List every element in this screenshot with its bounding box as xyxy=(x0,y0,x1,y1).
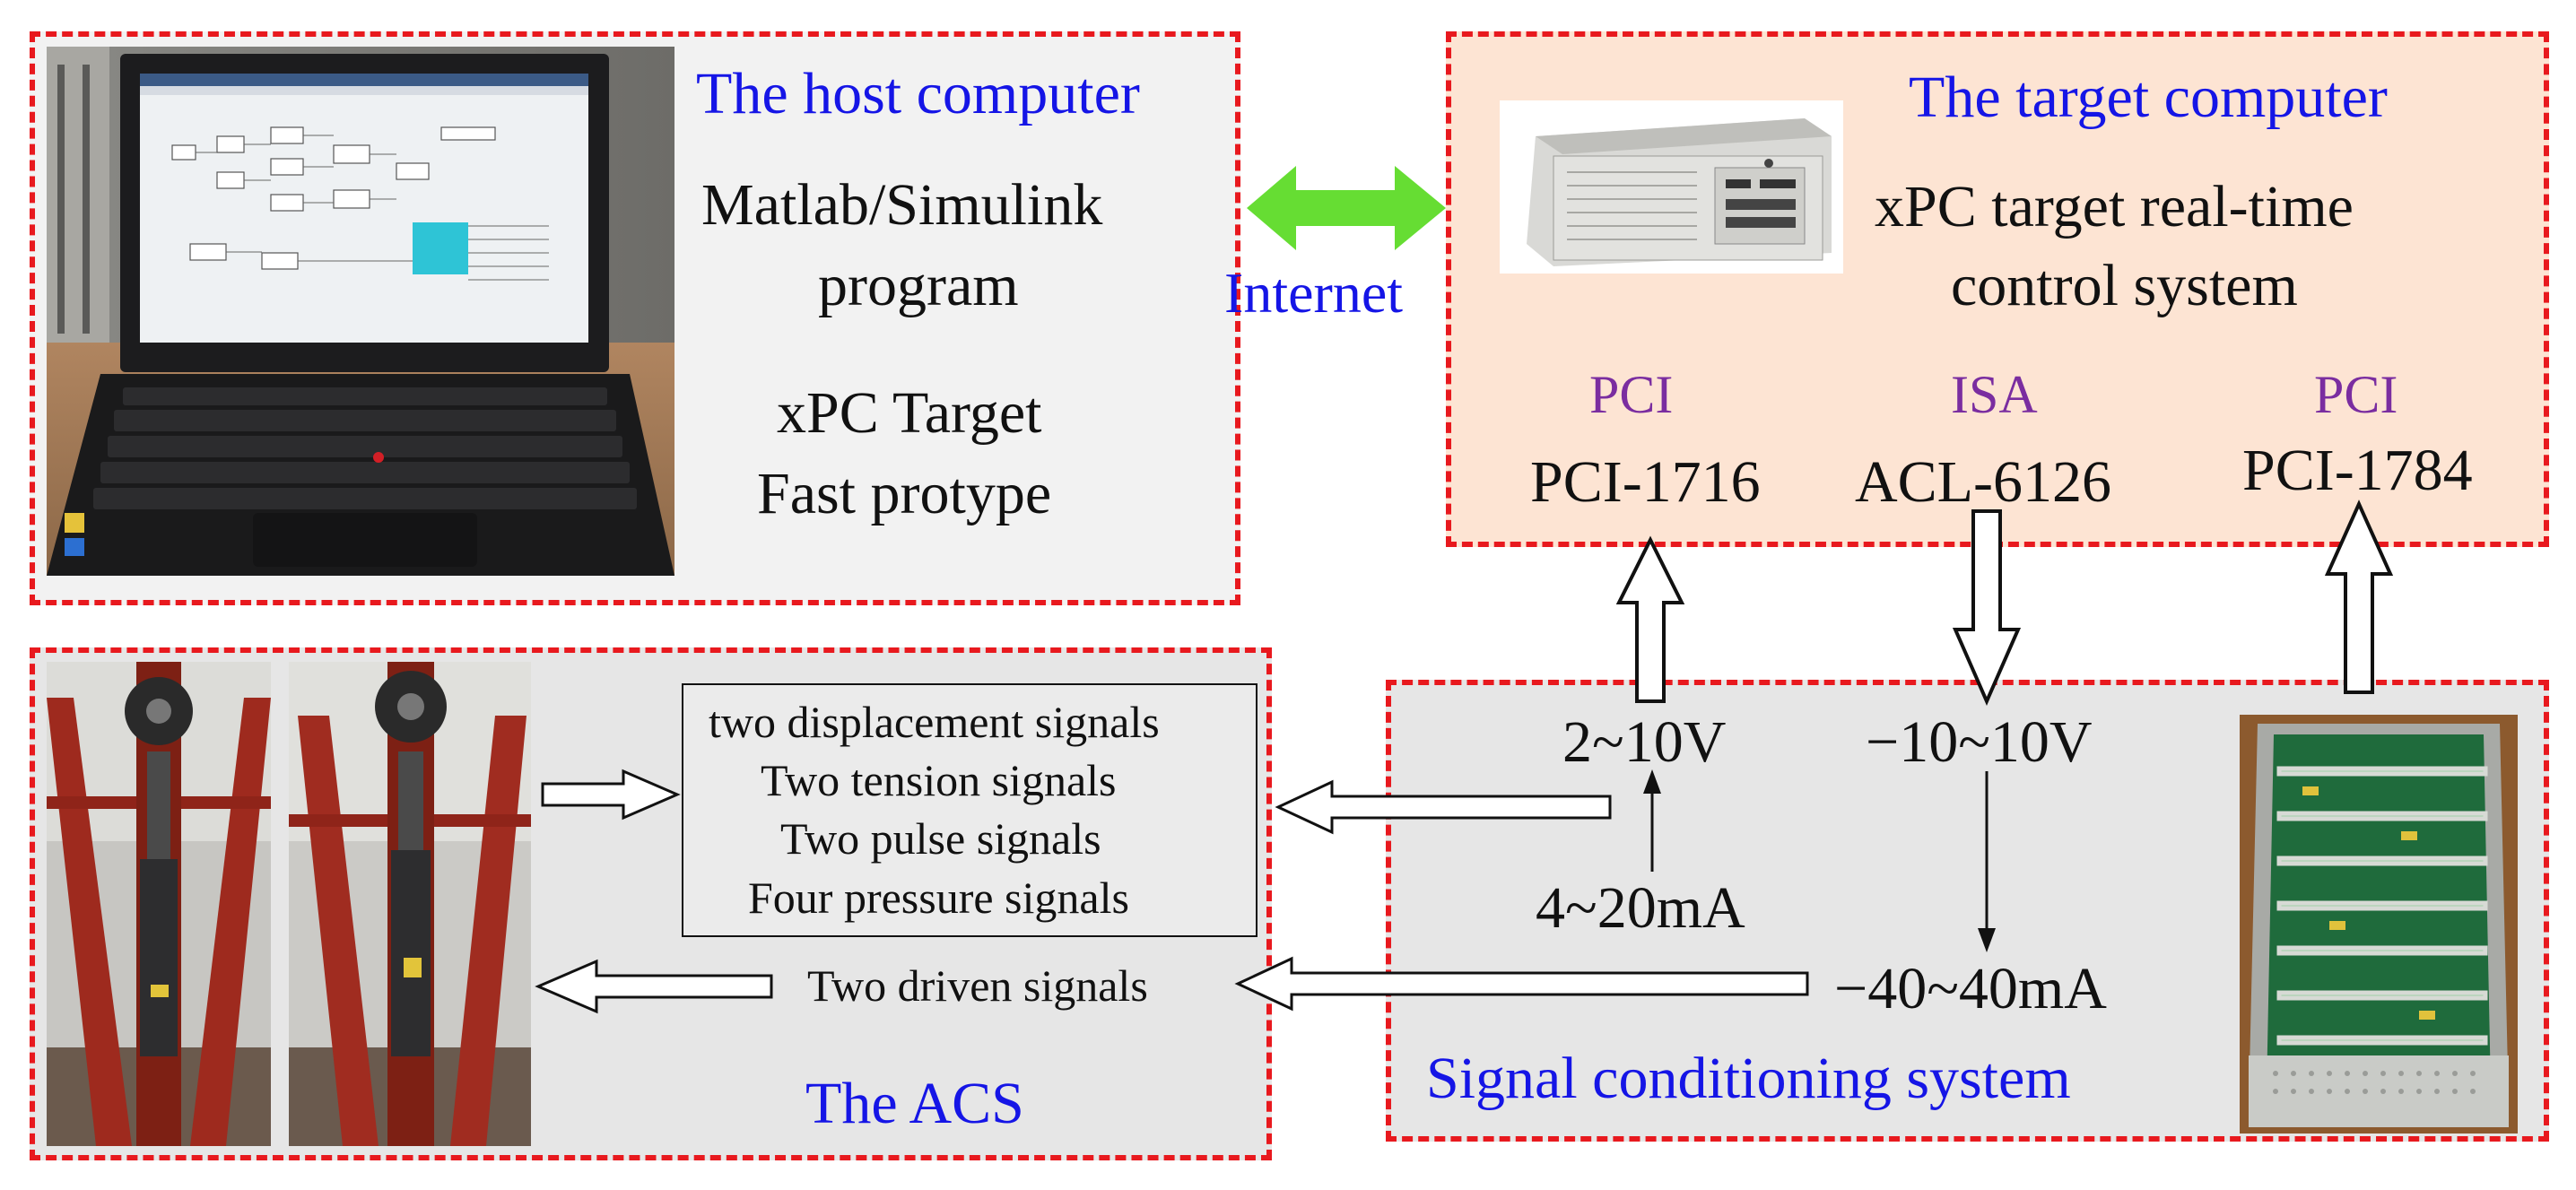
card-2-model: ACL-6126 xyxy=(1855,449,2111,515)
card-1-model: PCI-1716 xyxy=(1530,449,1761,515)
host-computer-title: The host computer xyxy=(696,61,1140,126)
card-3-model: PCI-1784 xyxy=(2242,438,2473,503)
arrow-up-to-pci-1716 xyxy=(1615,535,1685,703)
voltage-output-range: −10~10V xyxy=(1866,709,2093,775)
industrial-pc-photo xyxy=(1500,100,1843,274)
internet-label: Internet xyxy=(1224,261,1403,325)
signal-item-pulse: Two pulse signals xyxy=(780,813,1101,864)
card-3-bus: PCI xyxy=(2314,365,2398,424)
host-xpc-line1: xPC Target xyxy=(777,380,1042,446)
actuator-photo-right xyxy=(289,662,531,1146)
driven-signals-label: Two driven signals xyxy=(807,960,1148,1011)
voltage-input-range: 2~10V xyxy=(1562,709,1727,775)
arrow-current-to-voltage-head xyxy=(1643,769,1661,794)
arrow-photos-to-signals-box xyxy=(541,769,681,821)
arrow-conditioning-to-signals-box xyxy=(1275,779,1612,835)
laptop-photo xyxy=(47,47,674,576)
arrow-up-to-pci-1784 xyxy=(2324,499,2394,694)
host-xpc-line2: Fast protype xyxy=(757,461,1052,526)
target-system-line1: xPC target real-time xyxy=(1875,174,2354,239)
card-1-bus: PCI xyxy=(1589,365,1674,424)
arrow-current-to-driven xyxy=(1234,956,1809,1012)
arrow-down-from-acl-6126 xyxy=(1952,509,2022,706)
arrow-voltage-to-current-head xyxy=(1978,928,1996,952)
card-2-bus: ISA xyxy=(1951,365,2038,424)
actuator-photo-left xyxy=(47,662,271,1146)
target-computer-title: The target computer xyxy=(1909,65,2388,130)
signal-conditioning-title: Signal conditioning system xyxy=(1426,1046,2071,1111)
arrow-driven-to-acs xyxy=(535,959,773,1014)
current-output-range: −40~40mA xyxy=(1834,956,2107,1021)
host-software-line1: Matlab/Simulink xyxy=(701,172,1103,238)
signal-item-displacement: two displacement signals xyxy=(709,697,1160,747)
signal-item-tension: Two tension signals xyxy=(761,755,1117,805)
signal-conditioning-rack-photo xyxy=(2240,715,2518,1134)
current-input-range: 4~20mA xyxy=(1536,875,1745,941)
signal-item-pressure: Four pressure signals xyxy=(748,873,1129,923)
target-system-line2: control system xyxy=(1951,253,2298,318)
acs-title: The ACS xyxy=(805,1071,1024,1136)
internet-arrow xyxy=(1247,166,1446,250)
signals-box xyxy=(682,683,1258,937)
host-software-line2: program xyxy=(818,253,1019,318)
